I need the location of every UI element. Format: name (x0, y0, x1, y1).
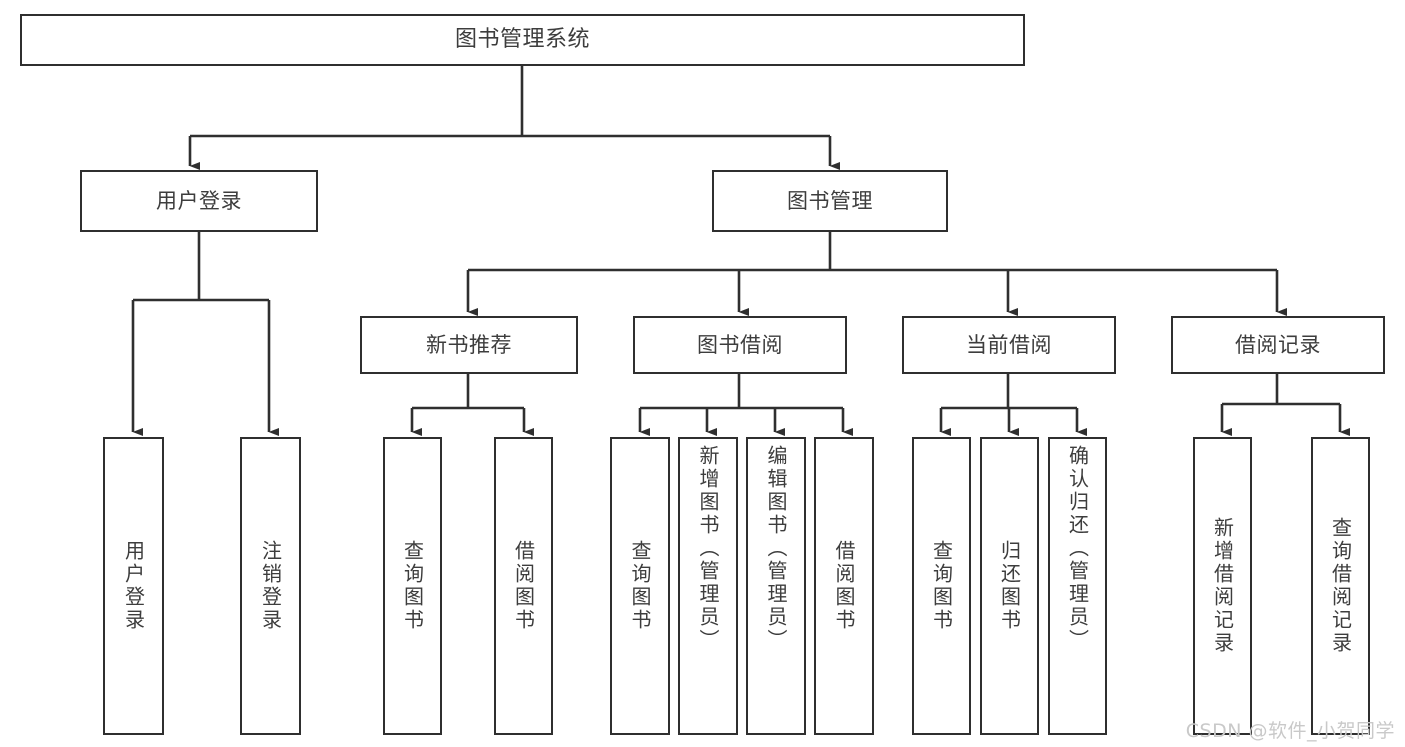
node-label: 借阅图书 (511, 540, 536, 632)
node-label: 查询图书 (400, 540, 425, 632)
node-label: 图书借阅 (697, 332, 783, 357)
node-label: 查询图书 (929, 540, 954, 632)
node-label: 查询借阅记录 (1328, 517, 1353, 655)
node-new-book-recommendation[interactable]: 新书推荐 (360, 316, 578, 374)
leaf-query-borrowing-record[interactable]: 查询借阅记录 (1311, 437, 1370, 735)
leaf-logout[interactable]: 注销登录 (240, 437, 301, 735)
node-borrowing-record[interactable]: 借阅记录 (1171, 316, 1385, 374)
leaf-add-book-admin[interactable]: 新增图书（管理员） (678, 437, 738, 735)
leaf-borrow-book-borrowing[interactable]: 借阅图书 (814, 437, 874, 735)
leaf-confirm-return-admin[interactable]: 确认归还（管理员） (1048, 437, 1107, 735)
leaf-return-book[interactable]: 归还图书 (980, 437, 1039, 735)
node-label: 当前借阅 (966, 332, 1052, 357)
node-label: 用户登录 (121, 540, 146, 632)
node-label: 借阅图书 (832, 540, 856, 632)
node-label: 新增借阅记录 (1210, 517, 1235, 655)
node-root-book-management-system[interactable]: 图书管理系统 (20, 14, 1025, 66)
node-label: 注销登录 (258, 540, 283, 632)
watermark-text: CSDN @软件_小贺同学 (1185, 720, 1395, 742)
node-user-login[interactable]: 用户登录 (80, 170, 318, 232)
leaf-borrow-book-new-recommendation[interactable]: 借阅图书 (494, 437, 553, 735)
leaf-query-book-new-recommendation[interactable]: 查询图书 (383, 437, 442, 735)
node-label: 用户登录 (156, 188, 242, 213)
node-book-management[interactable]: 图书管理 (712, 170, 948, 232)
node-label: 编辑图书（管理员） (764, 445, 788, 652)
leaf-edit-book-admin[interactable]: 编辑图书（管理员） (746, 437, 806, 735)
node-label: 图书管理系统 (454, 27, 590, 53)
node-current-borrowing[interactable]: 当前借阅 (902, 316, 1116, 374)
leaf-user-login[interactable]: 用户登录 (103, 437, 164, 735)
node-label: 归还图书 (997, 540, 1022, 632)
node-label: 确认归还（管理员） (1065, 445, 1090, 652)
node-label: 查询图书 (628, 540, 652, 632)
leaf-query-book-borrowing[interactable]: 查询图书 (610, 437, 670, 735)
node-book-borrowing[interactable]: 图书借阅 (633, 316, 847, 374)
node-label: 借阅记录 (1235, 332, 1321, 357)
leaf-query-book-current[interactable]: 查询图书 (912, 437, 971, 735)
node-label: 图书管理 (787, 188, 873, 213)
leaf-add-borrowing-record[interactable]: 新增借阅记录 (1193, 437, 1252, 735)
node-label: 新书推荐 (426, 332, 512, 357)
node-label: 新增图书（管理员） (696, 445, 720, 652)
